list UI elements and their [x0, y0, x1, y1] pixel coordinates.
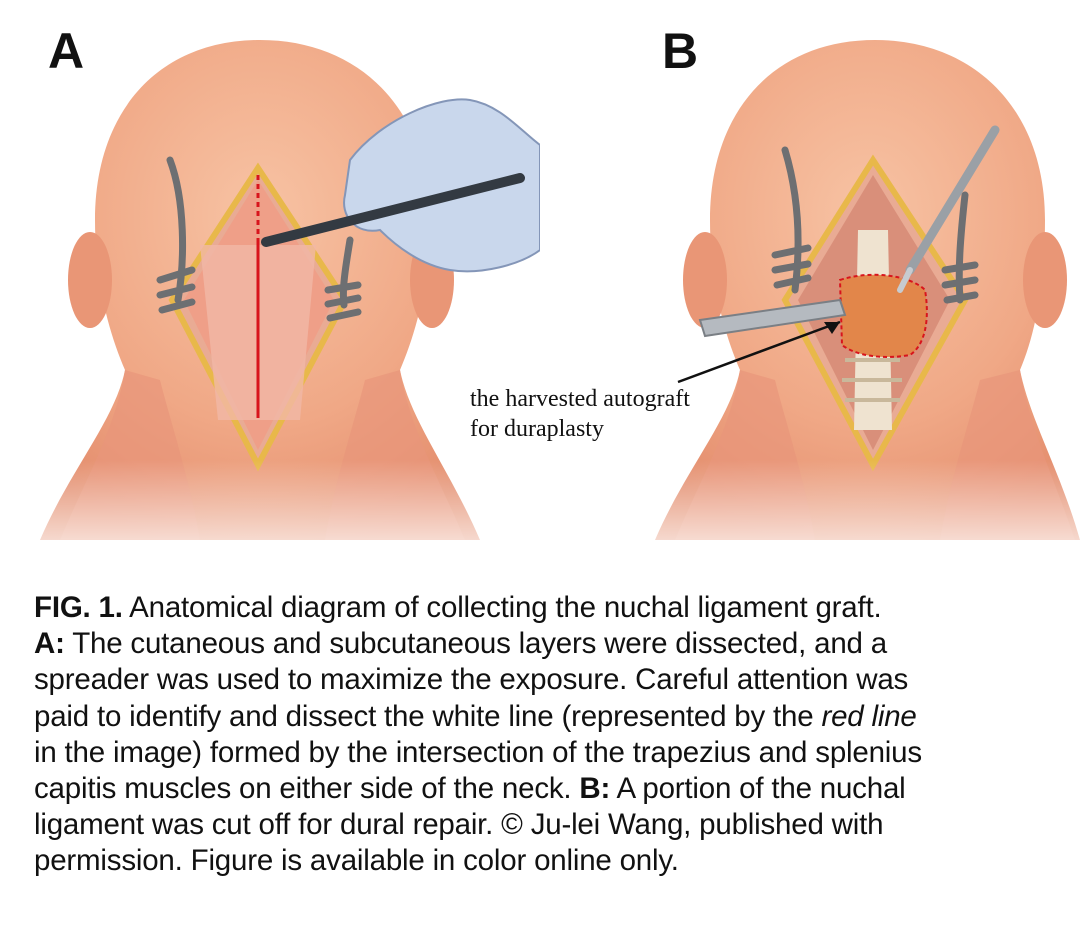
panel-b-illustration: [540, 40, 1080, 580]
caption-run: spreader was used to maximize the exposu…: [34, 663, 909, 697]
caption-line: ligament was cut off for dural repair. ©…: [34, 807, 1044, 843]
callout-line-2: for duraplasty: [470, 416, 604, 442]
left-retractor: [156, 156, 196, 314]
caption-run: Anatomical diagram of collecting the nuc…: [122, 591, 882, 624]
caption-run: B:: [579, 772, 611, 806]
callout-line-1: the harvested autograft: [470, 386, 690, 412]
panel-b: B: [540, 0, 1080, 580]
caption-run: FIG. 1.: [34, 591, 123, 624]
caption-run: red line: [821, 699, 917, 733]
figure-caption: FIG. 1. Anatomical diagram of collecting…: [34, 590, 1044, 880]
caption-line: capitis muscles on either side of the ne…: [34, 771, 1044, 807]
caption-run: paid to identify and dissect the white l…: [34, 699, 822, 733]
caption-run: ligament was cut off for dural repair. ©…: [34, 808, 884, 842]
panel-a: A: [0, 0, 540, 580]
caption-run: A:: [34, 627, 65, 661]
panel-label-a: A: [48, 23, 85, 79]
right-retractor: [941, 191, 979, 304]
panel-label-b: B: [662, 23, 699, 79]
caption-line: permission. Figure is available in color…: [34, 843, 1044, 879]
forceps: [698, 298, 847, 338]
caption-run: The cutaneous and subcutaneous layers we…: [64, 627, 887, 661]
caption-line: FIG. 1. Anatomical diagram of collecting…: [34, 590, 1044, 626]
cautery-pen: [261, 173, 525, 247]
caption-run: permission. Figure is available in color…: [34, 844, 679, 878]
callout-arrow: [677, 320, 841, 384]
caption-run: in the image) formed by the intersection…: [34, 735, 922, 769]
harvested-graft: [838, 273, 928, 358]
caption-run: A portion of the nuchal: [610, 772, 906, 806]
left-ear: [68, 232, 112, 328]
right-retractor: [324, 236, 362, 322]
caption-line: in the image) formed by the intersection…: [34, 735, 1044, 771]
scalpel: [905, 125, 1000, 275]
callout-label: the harvested autograft for duraplasty: [470, 384, 690, 444]
caption-run: capitis muscles on either side of the ne…: [34, 772, 580, 806]
caption-line: paid to identify and dissect the white l…: [34, 699, 1044, 735]
caption-line: A: The cutaneous and subcutaneous layers…: [34, 626, 1044, 662]
caption-line: spreader was used to maximize the exposu…: [34, 662, 1044, 698]
panel-a-illustration: [0, 40, 540, 580]
left-ear: [683, 232, 727, 328]
left-retractor: [771, 146, 812, 294]
right-ear: [1023, 232, 1067, 328]
glove-hand: [343, 98, 540, 273]
